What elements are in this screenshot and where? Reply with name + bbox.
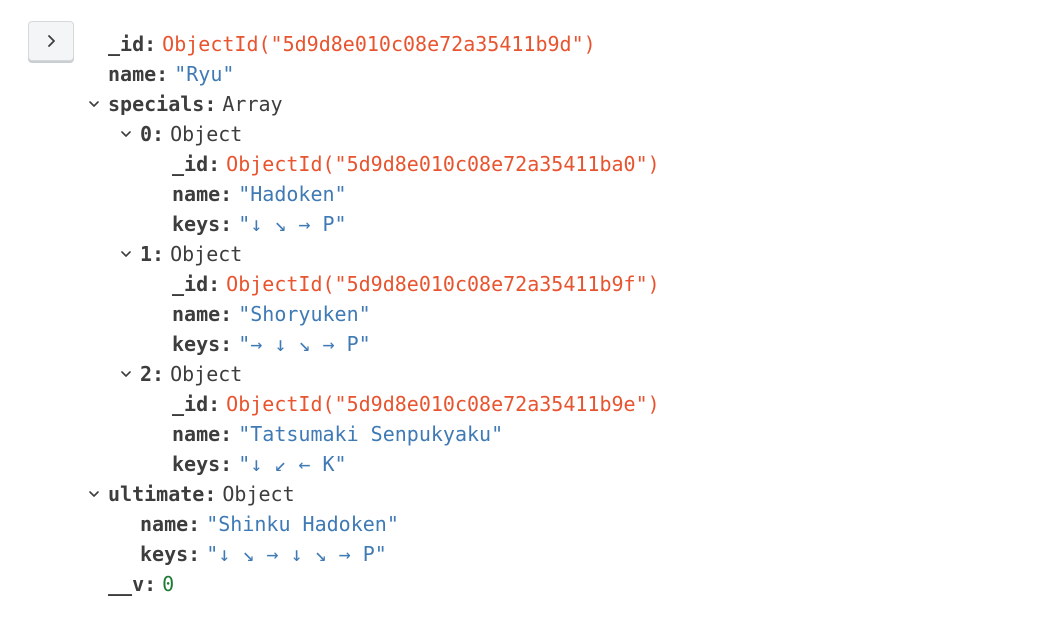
field-key: specials	[108, 92, 205, 116]
collapse-item-1-toggle[interactable]	[118, 239, 134, 269]
field-value-string[interactable]: "Ryu"	[174, 62, 235, 86]
field-value-string[interactable]: "Hadoken"	[238, 182, 347, 206]
field-key: name	[172, 422, 221, 446]
field-keys: keys:"↓ ↘ → ↓ ↘ → P"	[140, 542, 387, 566]
chevron-down-icon	[120, 249, 132, 259]
field-value-objectid[interactable]: ObjectId("5d9d8e010c08e72a35411b9f")	[226, 272, 660, 296]
field-keys: keys:"↓ ↘ → P"	[172, 212, 347, 236]
field-id: _id:ObjectId("5d9d8e010c08e72a35411b9d")	[108, 32, 596, 56]
field-key: _id	[172, 392, 209, 416]
expand-document-button[interactable]	[28, 21, 74, 61]
field-key: _id	[172, 272, 209, 296]
field-value-string[interactable]: "↓ ↙ ← K"	[238, 452, 347, 476]
collapse-item-0-toggle[interactable]	[118, 119, 134, 149]
field-name: name:"Shinku Hadoken"	[140, 512, 399, 536]
field-keys: keys:"→ ↓ ↘ → P"	[172, 332, 371, 356]
field-key: ultimate	[108, 482, 205, 506]
field-name: name:"Shoryuken"	[172, 302, 371, 326]
field-id: _id:ObjectId("5d9d8e010c08e72a35411b9f")	[172, 272, 660, 296]
field-key: name	[140, 512, 189, 536]
field-key: keys	[172, 332, 221, 356]
field-type: Object	[222, 482, 295, 506]
field-value-objectid[interactable]: ObjectId("5d9d8e010c08e72a35411b9e")	[226, 392, 660, 416]
field-name: name:"Tatsumaki Senpukyaku"	[172, 422, 504, 446]
chevron-right-icon	[45, 34, 57, 48]
field-key: keys	[172, 212, 221, 236]
field-version: __v:0	[108, 572, 175, 596]
field-key: keys	[172, 452, 221, 476]
field-type: Array	[222, 92, 283, 116]
field-keys: keys:"↓ ↙ ← K"	[172, 452, 347, 476]
array-item-0: 0:Object	[140, 122, 243, 146]
field-value-string[interactable]: "↓ ↘ → ↓ ↘ → P"	[206, 542, 387, 566]
field-id: _id:ObjectId("5d9d8e010c08e72a35411ba0")	[172, 152, 660, 176]
field-value-string[interactable]: "↓ ↘ → P"	[238, 212, 347, 236]
chevron-down-icon	[88, 489, 100, 499]
field-key: name	[108, 62, 157, 86]
field-key: _id	[108, 32, 145, 56]
field-value-string[interactable]: "Shoryuken"	[238, 302, 371, 326]
collapse-ultimate-toggle[interactable]	[86, 479, 102, 509]
field-key: 0	[140, 122, 153, 146]
collapse-specials-toggle[interactable]	[86, 89, 102, 119]
chevron-down-icon	[88, 99, 100, 109]
field-key: keys	[140, 542, 189, 566]
field-ultimate: ultimate:Object	[108, 482, 295, 506]
field-key: _id	[172, 152, 209, 176]
array-item-2: 2:Object	[140, 362, 243, 386]
field-value-number[interactable]: 0	[162, 572, 175, 596]
field-name: name:"Hadoken"	[172, 182, 347, 206]
field-name: name:"Ryu"	[108, 62, 235, 86]
field-type: Object	[170, 242, 243, 266]
field-key: name	[172, 302, 221, 326]
field-key: name	[172, 182, 221, 206]
array-item-1: 1:Object	[140, 242, 243, 266]
chevron-down-icon	[120, 369, 132, 379]
collapse-item-2-toggle[interactable]	[118, 359, 134, 389]
field-value-string[interactable]: "→ ↓ ↘ → P"	[238, 332, 371, 356]
field-id: _id:ObjectId("5d9d8e010c08e72a35411b9e")	[172, 392, 660, 416]
chevron-down-icon	[120, 129, 132, 139]
field-key: __v	[108, 572, 145, 596]
field-value-objectid[interactable]: ObjectId("5d9d8e010c08e72a35411ba0")	[226, 152, 660, 176]
field-value-objectid[interactable]: ObjectId("5d9d8e010c08e72a35411b9d")	[162, 32, 596, 56]
field-key: 1	[140, 242, 153, 266]
field-type: Object	[170, 362, 243, 386]
field-value-string[interactable]: "Shinku Hadoken"	[206, 512, 399, 536]
field-specials: specials:Array	[108, 92, 283, 116]
field-key: 2	[140, 362, 153, 386]
field-value-string[interactable]: "Tatsumaki Senpukyaku"	[238, 422, 504, 446]
field-type: Object	[170, 122, 243, 146]
